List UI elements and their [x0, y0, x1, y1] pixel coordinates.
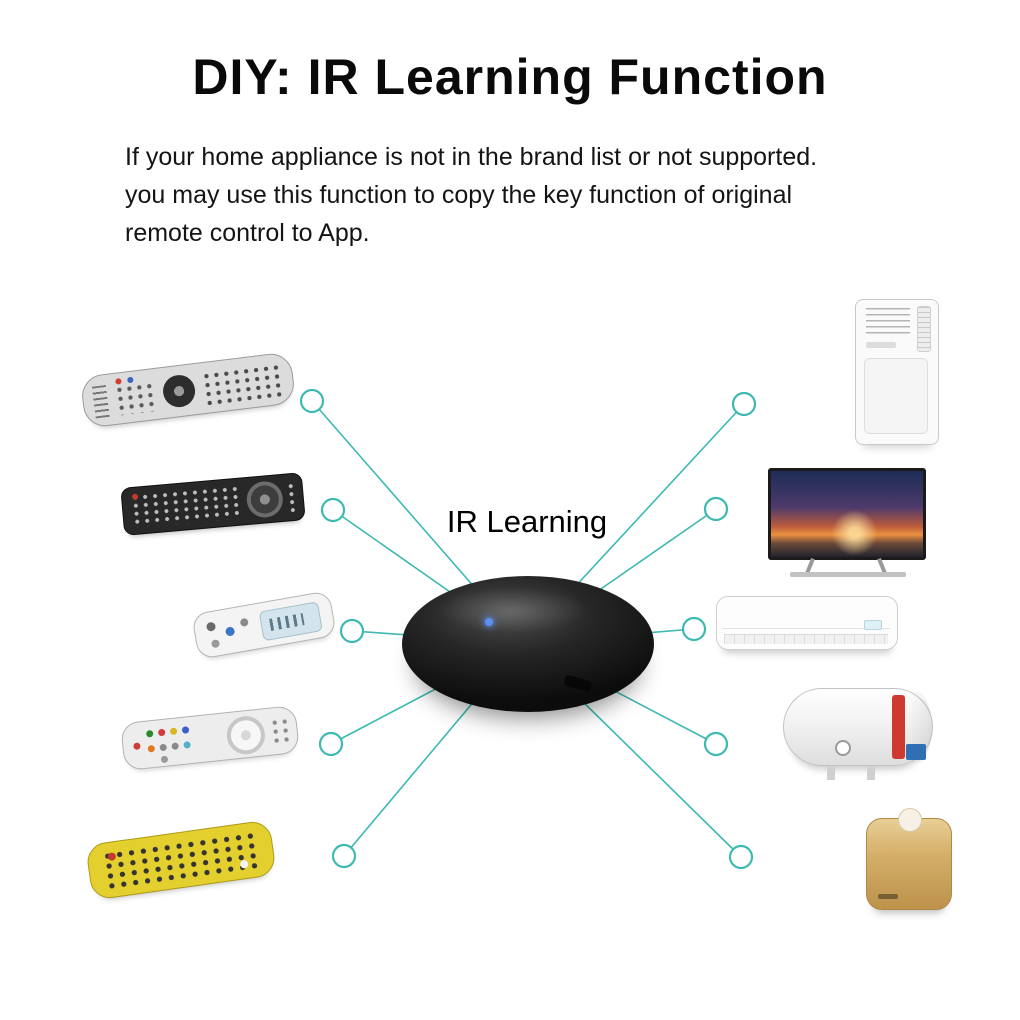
lcd-digits [269, 613, 305, 631]
connector-circle [318, 731, 344, 757]
page-title: DIY: IR Learning Function [192, 49, 828, 105]
dpad [225, 714, 267, 757]
gray-button [239, 617, 249, 628]
ac-louver [724, 634, 888, 644]
front-panel [864, 358, 928, 434]
ir-hub-device [402, 576, 654, 712]
blue-button [224, 626, 236, 637]
gray-button [160, 755, 169, 764]
water-heater [783, 688, 935, 790]
hub-port [563, 674, 593, 693]
connector-circle [731, 391, 757, 417]
power-button [133, 742, 141, 751]
speaker-label [878, 894, 898, 899]
connector-circle [703, 496, 729, 522]
blue-button [181, 726, 190, 734]
lcd-screen [258, 601, 323, 642]
control-panel [866, 342, 896, 348]
blue-button [127, 376, 134, 384]
vent-grille [866, 308, 910, 334]
remote-button-grid [269, 716, 293, 747]
gray-button [171, 742, 180, 751]
description: If your home appliance is not in the bra… [125, 138, 925, 252]
led-indicator-icon [485, 618, 494, 627]
gold-speaker [864, 806, 956, 912]
connector-circle [703, 731, 729, 757]
side-vent [917, 306, 931, 352]
red-button [115, 378, 122, 385]
description-line-1: If your home appliance is not in the bra… [125, 143, 818, 171]
red-button [157, 728, 166, 737]
remote-button-grid [113, 380, 160, 416]
remote-button-stripes [91, 384, 110, 419]
remote-button-grid [129, 484, 243, 529]
hub-label: IR Learning [446, 504, 608, 539]
heater-pipe [827, 766, 835, 780]
orange-button [147, 744, 156, 753]
gray-button [210, 639, 221, 649]
gray-button [159, 743, 168, 752]
portable-air-conditioner [855, 299, 939, 445]
heater-red-label [892, 695, 905, 759]
remote-button-grid [285, 481, 300, 513]
heater-pipe [867, 766, 875, 780]
connector-circle [299, 388, 325, 414]
speaker-top-lens [898, 808, 922, 832]
yellow-button [169, 727, 178, 736]
connector-circle [339, 618, 365, 644]
gray-button [205, 621, 217, 632]
connector-circle [681, 616, 707, 642]
heater-control-box [906, 744, 926, 760]
television [768, 468, 926, 580]
ac-seam [722, 628, 890, 629]
green-button [145, 729, 154, 738]
remote-button-grid [200, 362, 287, 407]
color-button-remote [119, 704, 301, 772]
ac-remote [191, 590, 337, 660]
connector-circle [728, 844, 754, 870]
tv-screen [768, 468, 926, 560]
ac-display [864, 620, 882, 630]
cyan-button [183, 741, 191, 749]
description-line-2: you may use this function to copy the ke… [125, 181, 793, 209]
dpad [161, 373, 197, 409]
yellow-remote [85, 819, 277, 901]
description-line-3: remote control to App. [125, 219, 370, 247]
connector-circle [320, 497, 346, 523]
temperature-gauge [835, 740, 851, 756]
black-av-remote [120, 472, 306, 536]
split-air-conditioner [716, 596, 898, 660]
dpad [245, 479, 285, 519]
connector-circle [331, 843, 357, 869]
remote-button-grid [101, 830, 264, 892]
tv-stand [790, 572, 906, 577]
tv-remote [79, 351, 297, 429]
